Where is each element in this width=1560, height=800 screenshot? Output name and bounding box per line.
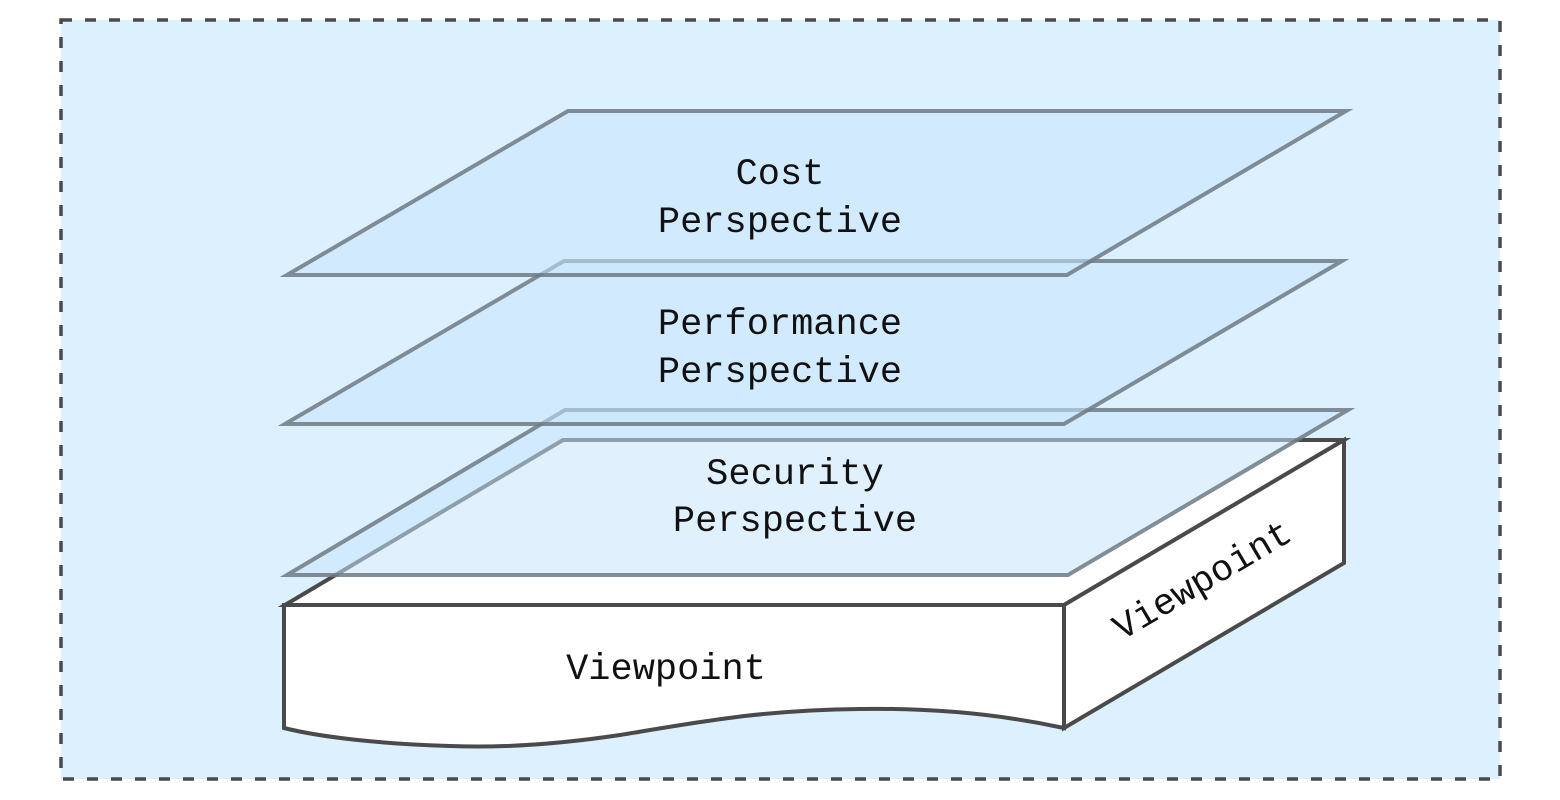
cost-layer-plane xyxy=(279,109,1354,277)
performance-layer-plane xyxy=(277,259,1350,426)
viewpoint-front-label: Viewpoint xyxy=(566,649,766,691)
cost-label-line-1: Cost xyxy=(736,154,825,196)
security-perspective-layer: Security Perspective xyxy=(279,408,1356,577)
security-layer-plane xyxy=(279,408,1356,577)
performance-label-line-2: Perspective xyxy=(658,352,902,394)
viewpoint-box-front-face xyxy=(282,603,1066,749)
security-label-line-1: Security xyxy=(706,454,884,496)
cost-perspective-layer: Cost Perspective xyxy=(279,109,1354,277)
security-label-line-2: Perspective xyxy=(673,501,917,543)
performance-perspective-layer: Performance Perspective xyxy=(277,259,1350,426)
cost-label-line-2: Perspective xyxy=(658,202,902,244)
performance-label-line-1: Performance xyxy=(658,304,902,346)
